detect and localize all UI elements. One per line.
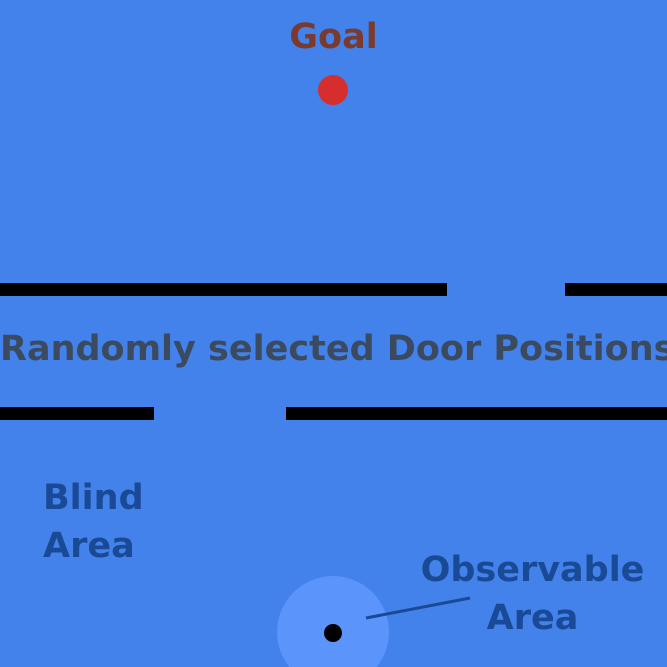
observable-pointer-line bbox=[365, 596, 471, 620]
blind-area-label: Blind Area bbox=[43, 478, 144, 566]
lower-wall-right bbox=[286, 407, 667, 420]
lower-wall-left bbox=[0, 407, 154, 420]
goal-label: Goal bbox=[289, 17, 378, 57]
goal-dot bbox=[318, 75, 348, 105]
upper-wall-left bbox=[0, 283, 447, 296]
agent-dot bbox=[324, 624, 342, 642]
upper-wall-right bbox=[565, 283, 667, 296]
door-positions-label: Randomly selected Door Positions bbox=[0, 329, 667, 369]
observable-area-label: Observable Area bbox=[420, 550, 645, 638]
observable-area-circle bbox=[277, 576, 389, 667]
